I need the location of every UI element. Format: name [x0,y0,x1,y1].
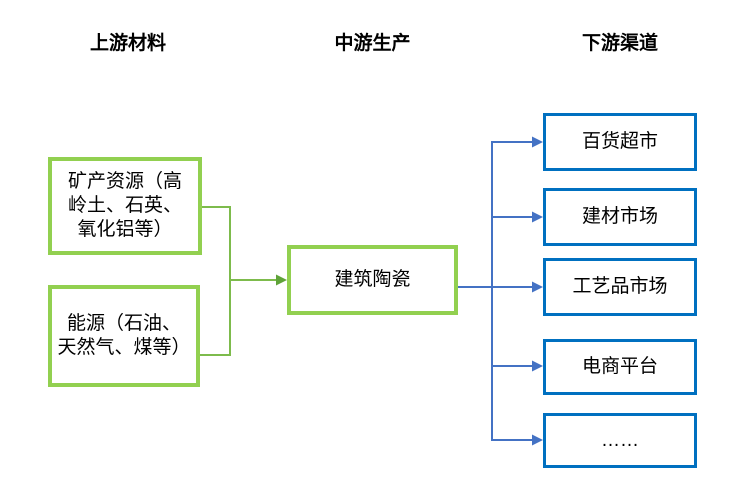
downstream-box-building-materials-market-label: 建材市场 [581,206,658,227]
downstream-box-department-stores-label: 百货超市 [581,131,658,152]
column-header-midstream: 中游生产 [334,33,411,54]
column-header-downstream: 下游渠道 [581,33,658,54]
arrowhead-building-materials-market-icon [532,211,543,223]
downstream-box-crafts-market: 工艺品市场 [543,258,697,316]
upstream-box-energy: 能源（石油、 天然气、煤等） [48,285,200,387]
downstream-box-department-stores: 百货超市 [543,113,697,171]
midstream-box-building-ceramics: 建筑陶瓷 [287,245,458,315]
downstream-box-more-channels-label: …… [601,429,639,451]
midstream-box-building-ceramics-label: 建筑陶瓷 [334,269,411,290]
column-header-upstream: 上游材料 [89,33,166,54]
downstream-box-crafts-market-label: 工艺品市场 [572,276,668,297]
arrowhead-more-channels-icon [532,434,543,446]
downstream-box-ecommerce-platform: 电商平台 [543,339,697,395]
upstream-box-energy-label: 能源（石油、 天然气、煤等） [57,313,191,358]
arrowhead-crafts-market-icon [532,281,543,293]
upstream-box-mineral-resources-label: 矿产资源（高 岭土、石英、 氧化铝等） [67,171,182,240]
arrowhead-ecommerce-platform-icon [532,360,543,372]
downstream-box-ecommerce-platform-label: 电商平台 [581,356,658,377]
arrowhead-department-stores-icon [532,136,543,148]
downstream-box-more-channels: …… [543,413,697,468]
arrowhead-into-midstream-icon [276,274,287,286]
upstream-box-mineral-resources: 矿产资源（高 岭土、石英、 氧化铝等） [48,157,202,255]
downstream-box-building-materials-market: 建材市场 [543,188,697,246]
